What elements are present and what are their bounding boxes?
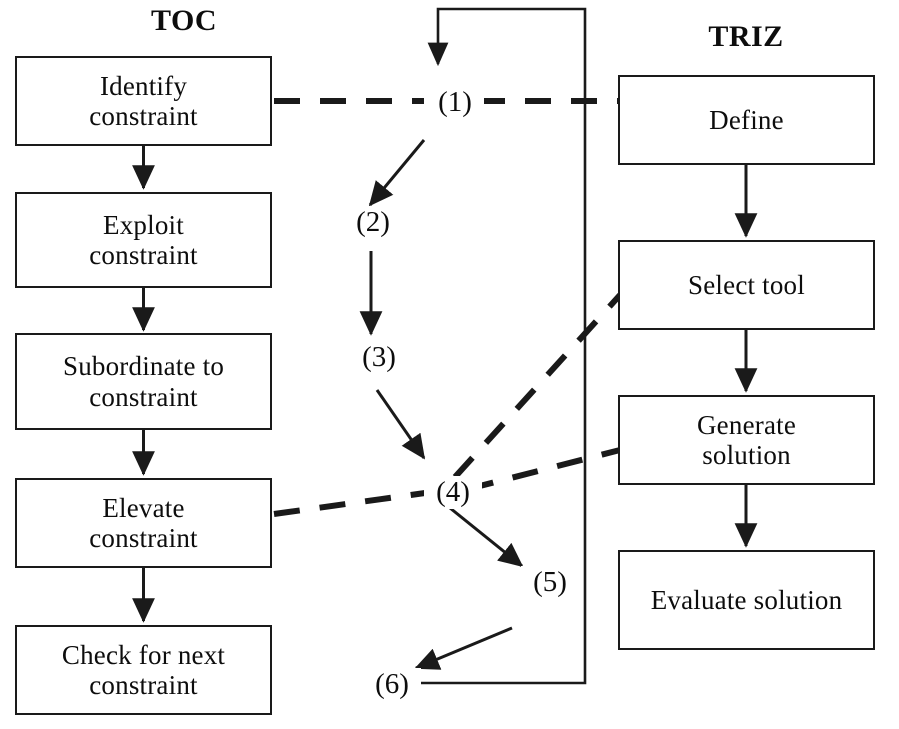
toc-box-subordinate-to-constraint-label: Subordinate to constraint (62, 351, 225, 412)
column-title-toc: TOC (151, 4, 217, 37)
toc-box-check-for-next-constraint[interactable]: Check for next constraint (15, 625, 272, 715)
triz-box-evaluate-solution[interactable]: Evaluate solution (618, 550, 875, 650)
toc-box-identify-constraint-label: Identify constraint (89, 70, 198, 131)
triz-box-define[interactable]: Define (618, 75, 875, 165)
toc-box-elevate-constraint-label: Elevate constraint (89, 492, 198, 553)
connector-label-6: (6) (363, 668, 421, 701)
connector-label-1: (1) (426, 86, 484, 119)
triz-box-generate-solution-label: Generate solution (696, 409, 797, 470)
toc-box-check-for-next-constraint-label: Check for next constraint (61, 639, 226, 700)
connector-label-5: (5) (521, 566, 579, 599)
triz-box-generate-solution[interactable]: Generate solution (618, 395, 875, 485)
column-title-triz: TRIZ (708, 20, 784, 53)
dashed-step4-to-generate (467, 447, 621, 492)
connector-label-3: (3) (350, 341, 408, 374)
connector-label-2: (2) (344, 206, 402, 239)
arrow-step1-to-step2 (368, 139, 426, 207)
triz-box-select-tool[interactable]: Select tool (618, 240, 875, 330)
toc-box-elevate-constraint[interactable]: Elevate constraint (15, 478, 272, 568)
triz-box-define-label: Define (709, 104, 784, 135)
connector-label-4: (4) (424, 476, 482, 509)
triz-box-select-tool-label: Select tool (688, 269, 805, 300)
toc-box-exploit-constraint-label: Exploit constraint (89, 209, 198, 270)
dashed-step4-to-select-tool (452, 292, 623, 480)
toc-box-identify-constraint[interactable]: Identify constraint (15, 56, 272, 146)
arrow-step4-to-step5 (449, 506, 524, 568)
dashed-elevate-to-step4 (273, 490, 426, 517)
toc-box-exploit-constraint[interactable]: Exploit constraint (15, 192, 272, 288)
toc-box-subordinate-to-constraint[interactable]: Subordinate to constraint (15, 333, 272, 430)
arrow-step5-to-step6 (414, 626, 513, 670)
triz-box-evaluate-solution-label: Evaluate solution (650, 584, 843, 615)
arrow-step3-to-step4 (375, 389, 426, 460)
